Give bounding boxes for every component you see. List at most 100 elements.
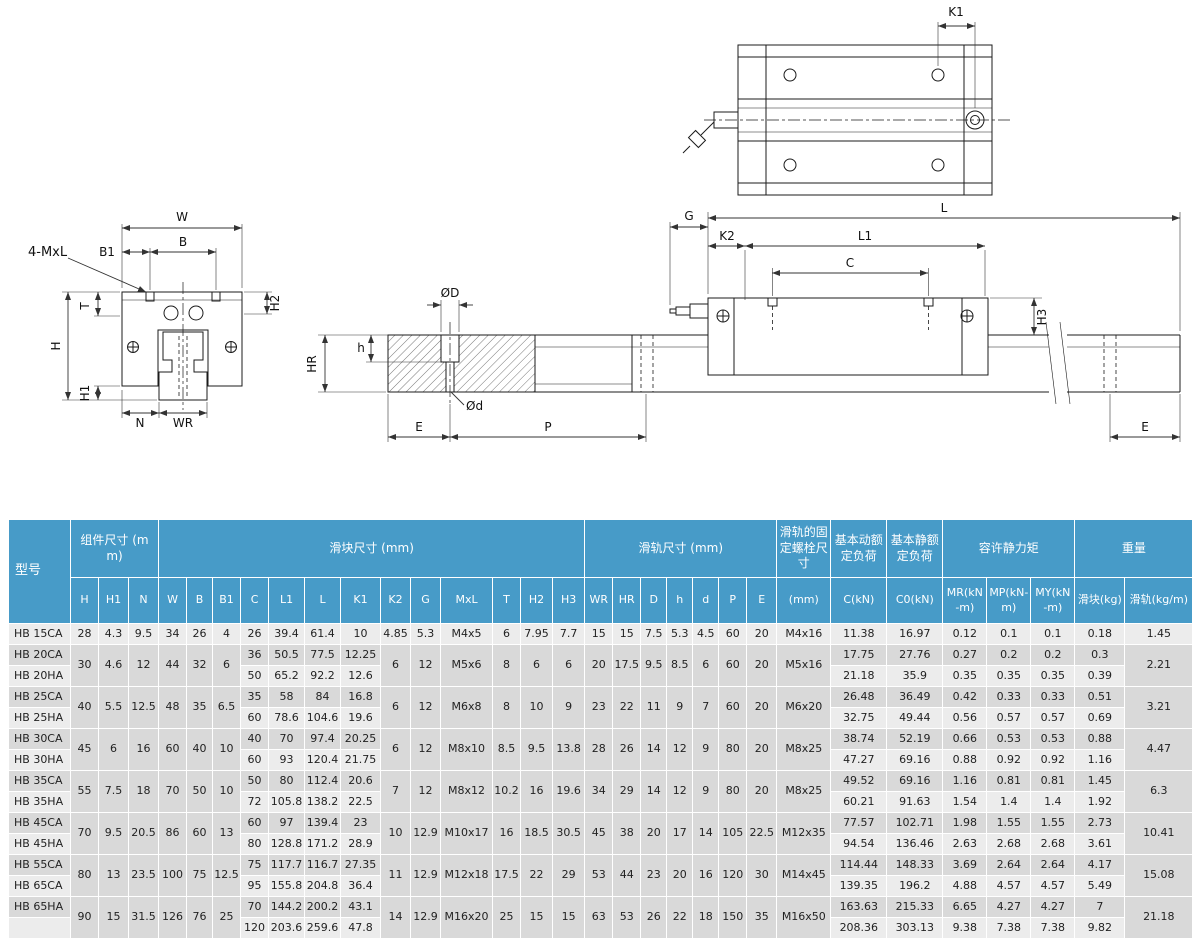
table-cell: 21.75 — [340, 749, 382, 771]
table-cell: 1.4 — [986, 791, 1032, 813]
model-cell — [8, 917, 71, 939]
table-cell: 70 — [158, 770, 188, 813]
grease-nipple-icon — [669, 303, 709, 319]
column-header: K1 — [340, 577, 382, 624]
table-cell: 4.5 — [692, 623, 720, 645]
column-group-header: 重量 — [1074, 519, 1194, 578]
block-screw-hole — [931, 158, 945, 172]
column-header: HR — [612, 577, 642, 624]
table-cell: 69.16 — [886, 749, 944, 771]
table-cell: 8.5 — [492, 728, 522, 771]
table-cell: 7.95 — [520, 623, 554, 645]
table-cell: 52.19 — [886, 728, 944, 750]
column-header: H1 — [98, 577, 129, 624]
ball-circuit — [188, 305, 204, 321]
dim-label-h3: H3 — [1035, 309, 1049, 326]
dim-label-t: T — [78, 302, 92, 311]
table-cell: 4.57 — [1030, 875, 1076, 897]
table-cell: 6 — [380, 686, 412, 729]
model-cell: HB 25CA — [8, 686, 71, 708]
table-cell: 11 — [640, 686, 668, 729]
table-cell: 120.4 — [304, 749, 342, 771]
table-cell: 2.64 — [1030, 854, 1076, 876]
dim-label-phi-D: ØD — [441, 286, 460, 300]
dim-label-e: E — [415, 420, 423, 434]
mounting-thread — [145, 291, 155, 302]
dim-label-e2: E — [1141, 420, 1149, 434]
table-cell: 4.27 — [986, 896, 1032, 918]
table-cell: 23.5 — [127, 854, 160, 897]
table-cell: 18 — [127, 770, 160, 813]
table-cell: 6 — [692, 644, 720, 687]
table-cell: 5.3 — [666, 623, 694, 645]
table-cell: 2.64 — [986, 854, 1032, 876]
table-cell: M8x25 — [776, 728, 832, 771]
column-header: C(kN) — [830, 577, 888, 624]
table-cell: 0.92 — [986, 749, 1032, 771]
table-cell: 26 — [186, 623, 214, 645]
table-cell: 70 — [240, 896, 270, 918]
table-cell: 150 — [718, 896, 748, 939]
column-group-header: 组件尺寸 (mm) — [69, 519, 160, 578]
spec-table: 型号组件尺寸 (mm)滑块尺寸 (mm)滑轨尺寸 (mm)滑轨的固定螺栓尺寸基本… — [8, 519, 1194, 939]
table-cell: 43.1 — [340, 896, 382, 918]
table-cell: 0.27 — [942, 644, 988, 666]
table-cell: 9.38 — [942, 917, 988, 939]
table-cell: 1.45 — [1074, 770, 1126, 792]
table-cell: 114.44 — [830, 854, 888, 876]
table-cell: 0.18 — [1074, 623, 1126, 645]
table-cell: 116.7 — [304, 854, 342, 876]
table-cell: 4.85 — [380, 623, 412, 645]
table-cell: 80 — [718, 728, 748, 771]
table-cell: 20 — [746, 728, 778, 771]
table-cell: 171.2 — [304, 833, 342, 855]
side-screw-symbol — [225, 341, 237, 353]
dim-label-b1: B1 — [99, 245, 115, 259]
table-cell: 6.5 — [212, 686, 242, 729]
column-header: N — [127, 577, 160, 624]
table-cell: 0.51 — [1074, 686, 1126, 708]
table-cell: 12.9 — [410, 896, 442, 939]
table-cell: 3.61 — [1074, 833, 1126, 855]
table-cell: 6 — [380, 644, 412, 687]
dim-label-k2: K2 — [719, 229, 735, 243]
table-cell: 4.3 — [98, 623, 129, 645]
table-cell: 60 — [718, 644, 748, 687]
table-cell: 4 — [212, 623, 242, 645]
table-cell: 44 — [612, 854, 642, 897]
table-cell: M14x45 — [776, 854, 832, 897]
column-header: B — [186, 577, 214, 624]
table-cell: 22.5 — [340, 791, 382, 813]
column-header: T — [492, 577, 522, 624]
dim-label-p: P — [544, 420, 551, 434]
table-cell: 0.53 — [986, 728, 1032, 750]
table-cell: 128.8 — [268, 833, 306, 855]
table-cell: 12 — [666, 728, 694, 771]
column-header: C — [240, 577, 270, 624]
table-cell: 100 — [158, 854, 188, 897]
block-screw-hole — [931, 68, 945, 82]
table-cell: 27.35 — [340, 854, 382, 876]
table-cell: 16 — [520, 770, 554, 813]
model-cell: HB 45CA — [8, 812, 71, 834]
model-cell: HB 20HA — [8, 665, 71, 687]
table-cell: 22.5 — [746, 812, 778, 855]
dim-label-n: N — [136, 416, 145, 430]
table-cell: 23 — [340, 812, 382, 834]
table-cell: 19.6 — [552, 770, 586, 813]
table-cell: 32 — [186, 644, 214, 687]
table-cell: 3.69 — [942, 854, 988, 876]
model-cell: HB 30HA — [8, 749, 71, 771]
table-cell: 77.57 — [830, 812, 888, 834]
table-cell: M6x20 — [776, 686, 832, 729]
table-cell: 9 — [692, 770, 720, 813]
table-cell: 1.55 — [986, 812, 1032, 834]
table-cell: M6x8 — [440, 686, 494, 729]
table-cell: 12.9 — [410, 854, 442, 897]
table-cell: 29 — [552, 854, 586, 897]
table-cell: 28 — [584, 728, 614, 771]
table-cell: 10 — [212, 770, 242, 813]
